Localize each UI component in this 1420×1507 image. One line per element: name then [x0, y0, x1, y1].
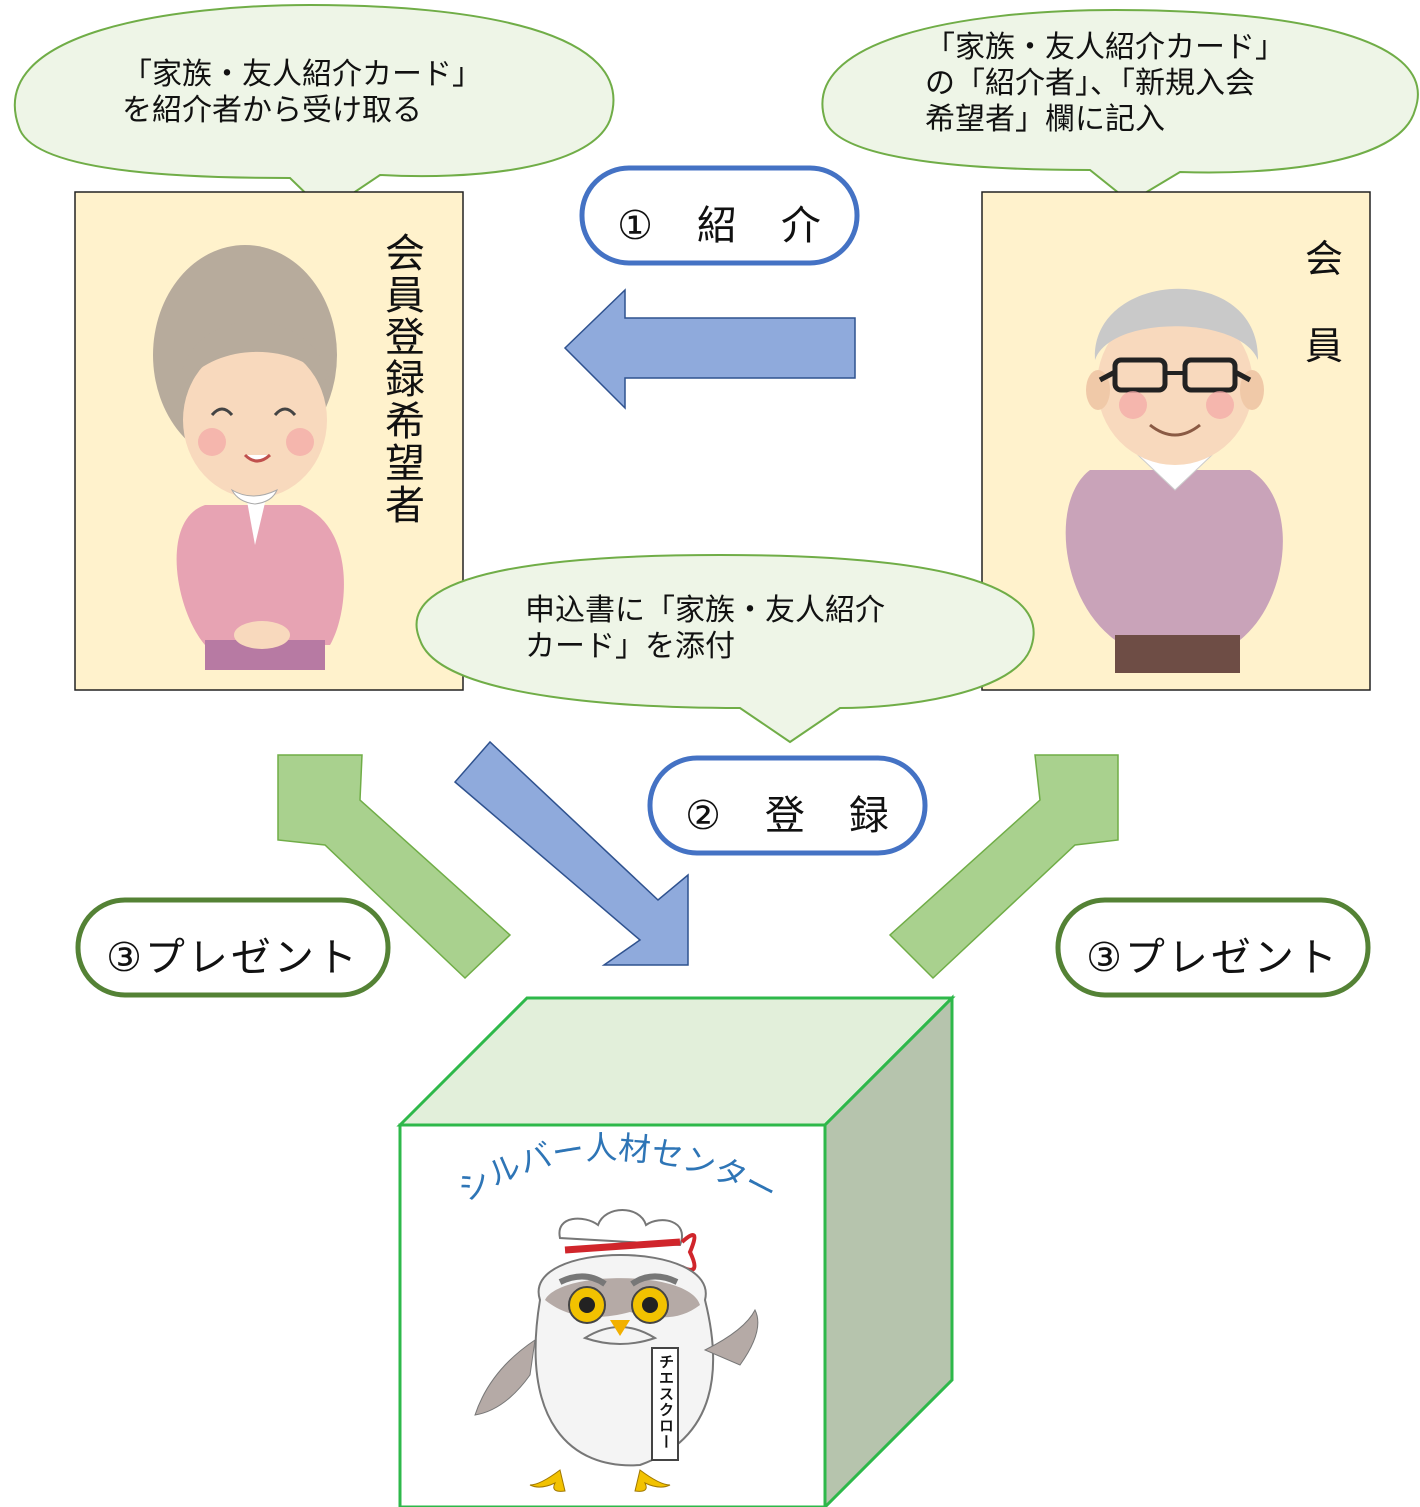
bubble-candidate-receives — [13, 3, 615, 214]
candidate-label: 会員登録希望者 — [378, 232, 424, 526]
bubble-member-fills-text: 「家族・友人紹介カード」 の「紹介者」、「新規入会 希望者」欄に記入 — [925, 30, 1285, 137]
present-arrow-left — [277, 754, 512, 980]
member-label-line2: 員 — [1304, 324, 1345, 368]
bubble-attach — [415, 553, 1035, 744]
present-arrow-right — [888, 754, 1119, 980]
bubble-attach-text: 申込書に「家族・友人紹介 カード」を添付 — [525, 593, 885, 664]
mascot-badge: チエスクロー — [657, 1354, 675, 1450]
elderly-man-illustration — [1065, 288, 1283, 673]
bubble-candidate-receives-text: 「家族・友人紹介カード」 を紹介者から受け取る — [122, 57, 482, 128]
step3-right-pill — [1055, 897, 1371, 998]
register-arrow — [453, 740, 689, 966]
step3-left-pill — [75, 897, 391, 998]
elderly-woman-illustration — [153, 245, 344, 670]
step1-label: ① 紹 介 — [617, 203, 823, 249]
introduce-arrow — [563, 288, 856, 410]
step1-pill — [579, 165, 860, 266]
step2-pill — [647, 755, 928, 856]
member-label-line1: 会 — [1304, 237, 1345, 281]
bubble-member-fills — [821, 8, 1419, 204]
owl-mascot-illustration — [474, 1209, 759, 1492]
step3-right-label: ③プレゼント — [1086, 935, 1340, 981]
step2-label: ② 登 録 — [685, 793, 891, 839]
step3-left-label: ③プレゼント — [106, 935, 360, 981]
